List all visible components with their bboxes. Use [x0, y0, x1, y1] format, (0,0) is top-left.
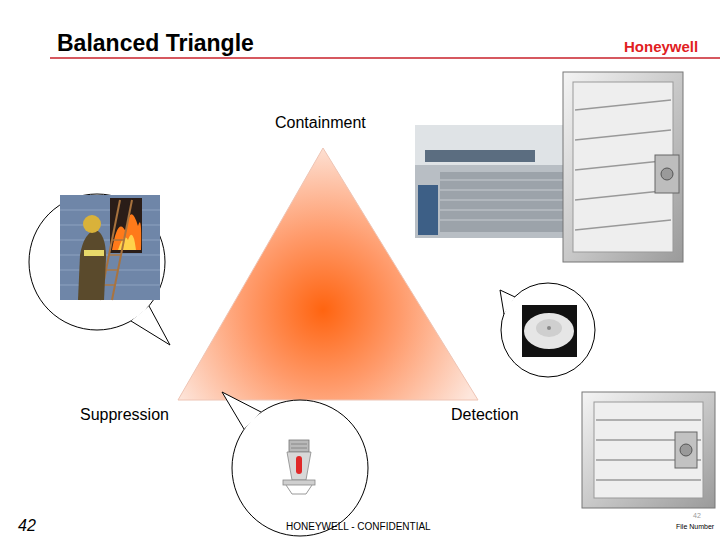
company-logo: Honeywell	[624, 38, 698, 55]
confidential-notice: HONEYWELL - CONFIDENTIAL	[286, 521, 431, 533]
page-number: 42	[693, 512, 701, 520]
vertex-label: Suppression	[80, 406, 169, 424]
detector-bubble	[500, 283, 595, 377]
slide-title: Balanced Triangle	[57, 30, 254, 56]
vertex-label: Detection	[451, 406, 519, 424]
file-number: File Number	[676, 523, 714, 531]
page-number: 42	[18, 517, 36, 535]
vertex-label: Containment	[275, 114, 366, 132]
title-rule	[50, 57, 720, 59]
damper-photo	[563, 72, 683, 262]
balanced-triangle	[178, 148, 478, 400]
suppression-bubble	[29, 194, 170, 345]
sprinkler-bubble	[222, 392, 368, 536]
damper-photo	[582, 392, 715, 508]
